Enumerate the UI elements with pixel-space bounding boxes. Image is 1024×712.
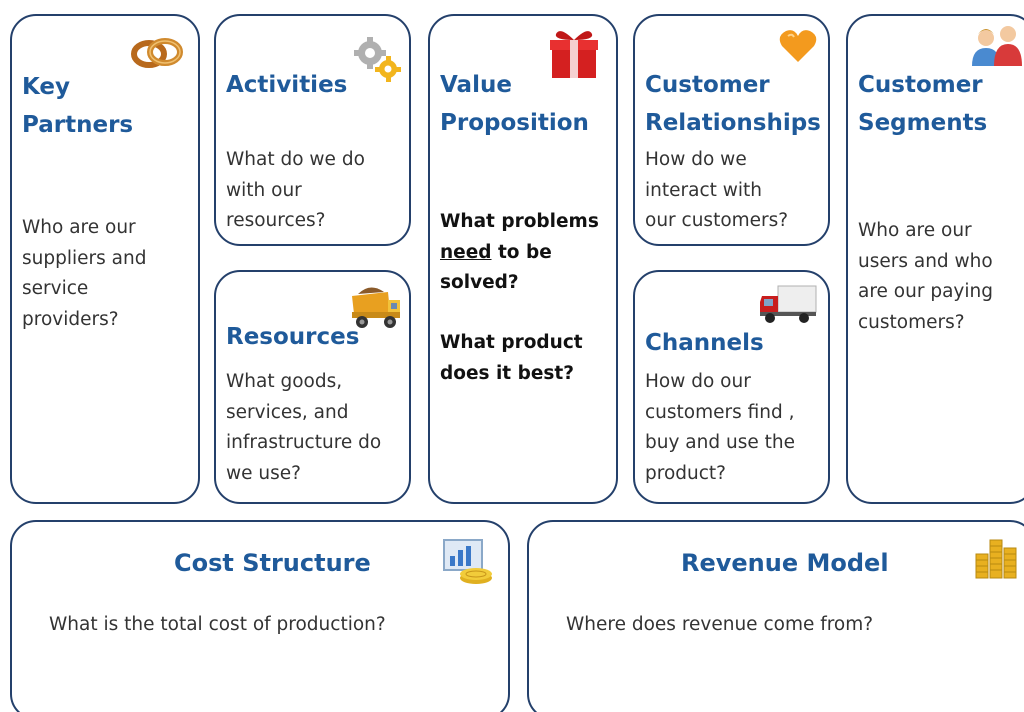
- customer-segments-body: Who are our users and who are our paying…: [858, 220, 993, 333]
- resources-title: Resources: [226, 324, 360, 350]
- revenue-model-title: Revenue Model: [681, 549, 889, 577]
- channels-body: How do our customers find , buy and use …: [645, 371, 795, 484]
- key-partners-box: [10, 14, 200, 504]
- question-1-part3: solved?: [440, 272, 519, 293]
- key-partners-title-line1: Key: [22, 74, 71, 100]
- question-2-line2: does it best?: [440, 362, 574, 384]
- value-proposition-question-1: What problems need to be solved?: [440, 207, 599, 299]
- activities-box: [214, 14, 411, 246]
- resources-body: What goods, services, and infrastructure…: [226, 371, 382, 484]
- gears-icon: [354, 37, 401, 82]
- coin-stacks-icon: [975, 539, 1017, 579]
- customer-relationships-body: How do we interact with our customers?: [645, 149, 789, 231]
- heart-icon: [779, 30, 817, 62]
- customer-relationships-title-line2: Relationships: [645, 110, 821, 136]
- value-proposition-title-line2: Proposition: [440, 110, 589, 136]
- rings-icon: [131, 38, 183, 68]
- customer-segments-title-line2: Segments: [858, 110, 988, 136]
- delivery-truck-icon: [760, 285, 817, 323]
- cost-structure-body: What is the total cost of production?: [49, 614, 386, 635]
- cost-structure-title: Cost Structure: [174, 549, 371, 577]
- revenue-model-body: Where does revenue come from?: [566, 614, 874, 635]
- people-icon: [972, 26, 1022, 66]
- value-proposition-question-2: What product does it best?: [440, 328, 583, 389]
- chart-coins-icon: [443, 539, 492, 584]
- question-1-part2: to be: [491, 241, 552, 263]
- value-proposition-box: [428, 14, 618, 504]
- dump-truck-icon: [352, 287, 400, 328]
- key-partners-title-line2: Partners: [22, 112, 134, 138]
- question-1-underlined: need: [440, 241, 492, 263]
- customer-segments-title-line1: Customer: [858, 72, 983, 98]
- customer-segments-box: [846, 14, 1024, 504]
- question-2-line1: What product: [440, 332, 583, 353]
- customer-relationships-title-line1: Customer: [645, 72, 770, 98]
- question-1-part1: What problems: [440, 211, 599, 232]
- key-partners-body: Who are our suppliers and service provid…: [22, 217, 147, 330]
- revenue-model-box: [527, 520, 1024, 712]
- activities-title: Activities: [226, 72, 348, 98]
- gift-icon: [550, 31, 598, 78]
- cost-structure-box: [10, 520, 510, 712]
- activities-body: What do we do with our resources?: [226, 149, 365, 231]
- channels-title: Channels: [645, 330, 764, 356]
- value-proposition-title-line1: Value: [440, 72, 512, 98]
